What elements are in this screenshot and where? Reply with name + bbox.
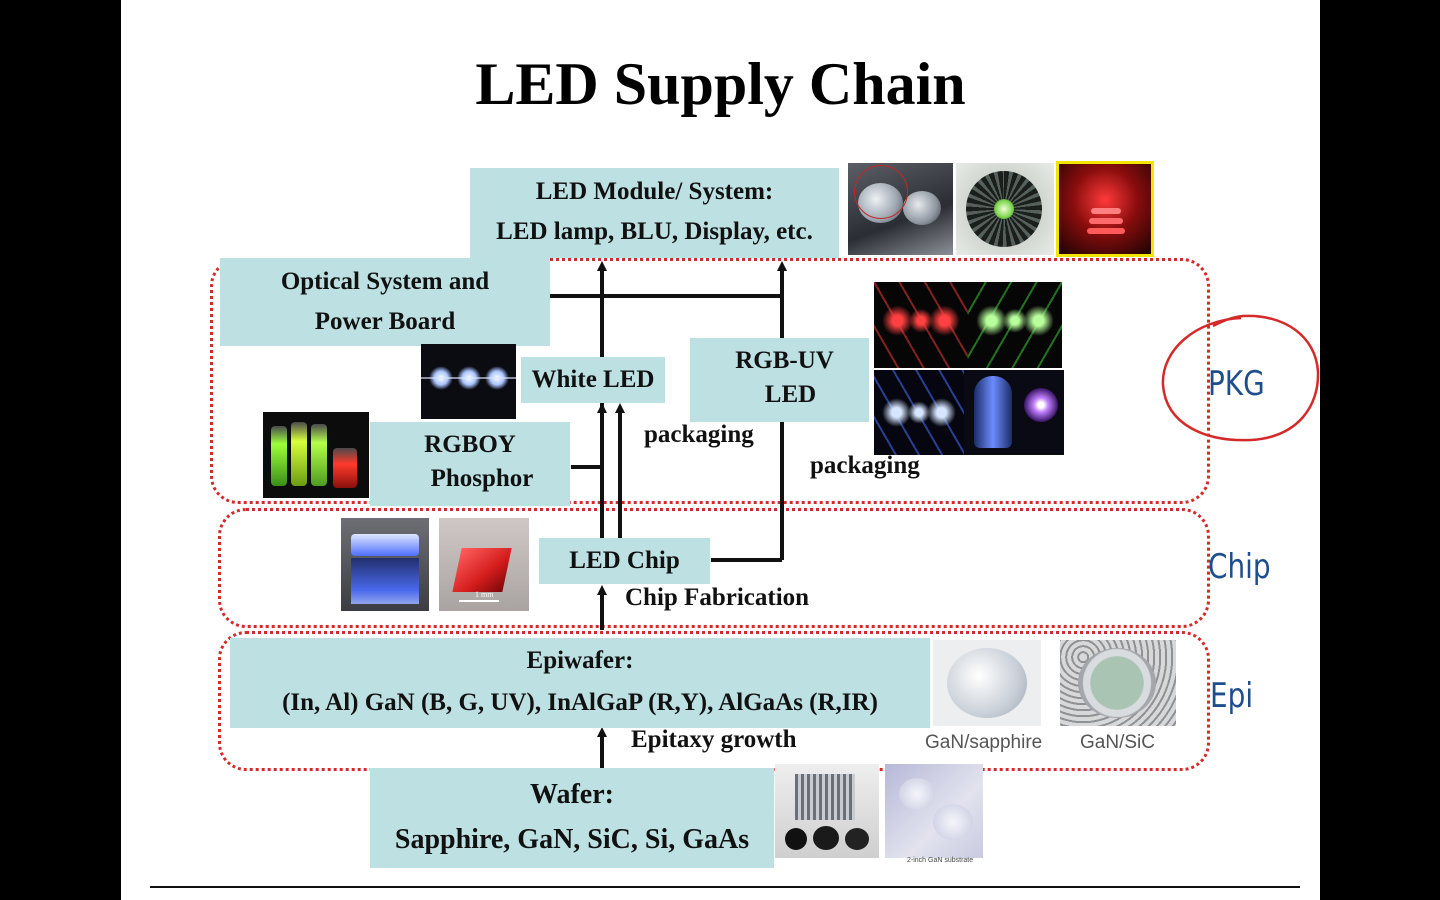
led-chip-label: LED Chip [569, 547, 680, 574]
chip-fabrication-label: Chip Fabrication [625, 584, 810, 611]
optical-system-line1: Optical System and [280, 268, 490, 295]
epitaxy-growth-label: Epitaxy growth [631, 726, 797, 753]
wafer-box: Wafer: Sapphire, GaN, SiC, Si, GaAs [370, 768, 774, 868]
phosphor-vials-photo [263, 412, 369, 498]
heatsink-lamp-photo [956, 163, 1054, 255]
scale-bar-label: 1 mm [475, 590, 494, 599]
rgboy-phosphor-box: RGBOY Phosphor [370, 422, 570, 506]
chip-zone [218, 508, 1210, 628]
wafer-cassette-photo [775, 764, 879, 858]
rgboy-line2: Phosphor [430, 465, 534, 492]
slide: LED Supply Chain LED Module/ System: LED… [121, 0, 1320, 900]
gan-substrate-photo [885, 764, 983, 858]
led-module-title: LED Module/ System: [535, 178, 774, 205]
epiwafer-box: Epiwafer: (In, Al) GaN (B, G, UV), InAlG… [230, 638, 930, 728]
rgb-uv-line1: RGB-UV [735, 347, 834, 374]
rgb-led-grid-photo [874, 282, 1062, 368]
rgb-uv-line2: LED [764, 381, 817, 408]
packaging-label-left: packaging [644, 421, 754, 448]
headlamp-photo [848, 163, 953, 255]
uv-led-photo [964, 370, 1064, 455]
packaging-label-right: packaging [810, 452, 920, 479]
blue-chip-photo [341, 518, 429, 611]
wafer-title: Wafer: [530, 779, 614, 810]
white-led-label: White LED [531, 366, 655, 393]
led-chip-box: LED Chip [539, 538, 710, 584]
led-module-examples: LED lamp, BLU, Display, etc. [496, 218, 813, 245]
gan-sapphire-caption: GaN/sapphire [925, 732, 1043, 753]
optical-system-box: Optical System and Power Board [220, 258, 550, 346]
pkg-zone [210, 258, 1210, 504]
red-beacon-photo [1056, 161, 1154, 257]
wafer-materials: Sapphire, GaN, SiC, Si, GaAs [394, 824, 750, 855]
epiwafer-title: Epiwafer: [526, 647, 634, 674]
gan-sic-caption: GaN/SiC [1080, 732, 1155, 753]
led-module-box: LED Module/ System: LED lamp, BLU, Displ… [470, 168, 839, 258]
pkg-annotation-circle [1161, 314, 1320, 442]
optical-system-line2: Power Board [314, 308, 456, 335]
blue-led-grid-photo [874, 370, 964, 455]
zone-label-chip: Chip [1208, 547, 1271, 587]
zone-label-pkg: PKG [1208, 364, 1265, 404]
red-chip-photo: 1 mm [439, 518, 529, 611]
epiwafer-materials: (In, Al) GaN (B, G, UV), InAlGaP (R,Y), … [282, 689, 878, 716]
rgboy-line1: RGBOY [424, 431, 516, 458]
white-led-box: White LED [521, 357, 665, 403]
zone-label-epi: Epi [1210, 676, 1254, 716]
bottom-rule [150, 886, 1300, 888]
gan-sapphire-wafer-photo [933, 640, 1041, 726]
slide-title: LED Supply Chain [475, 51, 966, 117]
white-led-lamps-photo [421, 344, 516, 419]
gan-substrate-caption: 2-inch GaN substrate [907, 857, 974, 864]
gan-sic-wafer-photo [1060, 640, 1176, 726]
rgb-uv-led-box: RGB-UV LED [690, 338, 869, 422]
